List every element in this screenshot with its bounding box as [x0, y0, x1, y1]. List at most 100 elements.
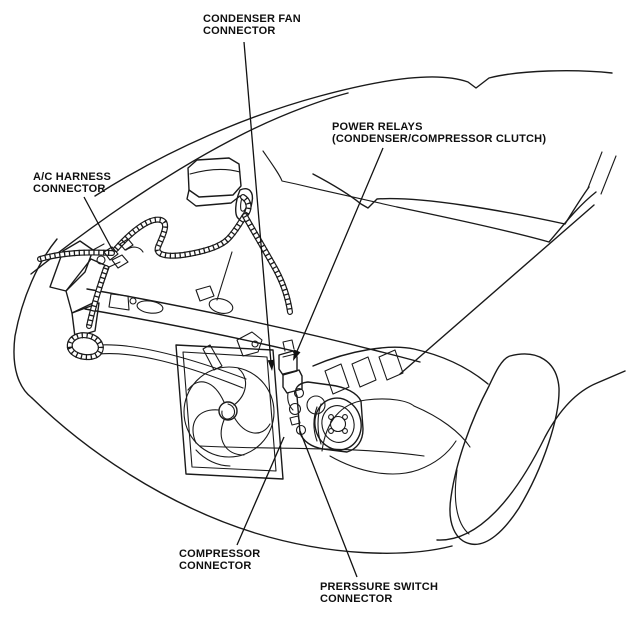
label-line: COMPRESSOR — [179, 548, 261, 560]
leader-ac-harness-connector — [83, 196, 114, 252]
valance-line — [199, 445, 425, 457]
beam-oval-hole — [208, 298, 234, 314]
beam-bottom-edge — [84, 308, 299, 353]
connector-plug-1 — [103, 246, 119, 261]
intake-rib-1 — [324, 363, 350, 395]
relay-wires — [287, 392, 294, 411]
beam-bolt — [129, 297, 137, 305]
fitting-2 — [288, 402, 302, 416]
beam-top-edge — [86, 288, 421, 363]
clutch-pulley-mid — [321, 405, 355, 443]
clutch-bolt-3 — [328, 428, 334, 434]
fan-motor-line — [195, 449, 231, 467]
ac-pipe-2 — [98, 353, 244, 389]
relay-box-1-face — [282, 353, 296, 358]
fan-ring — [183, 366, 275, 458]
radiator-support-beam — [84, 251, 421, 363]
connector-plug-2 — [111, 254, 129, 269]
label-compressor-connector: COMPRESSOR CONNECTOR — [179, 548, 260, 572]
engine-lower-contour — [329, 440, 457, 475]
car-body-outline — [13, 70, 626, 554]
label-line: PRERSSURE SWITCH — [320, 581, 439, 593]
beam-tab — [195, 285, 215, 302]
power-relay-boxes — [278, 339, 303, 411]
cowl-step-line — [262, 150, 398, 208]
cowl-line-mid — [312, 173, 590, 225]
fender-diagonal — [399, 204, 595, 375]
a-pillar-stroke-2 — [600, 155, 617, 195]
callout-leaders — [83, 41, 384, 578]
ac-pipe-1 — [98, 344, 247, 380]
harness-coil-loop — [66, 332, 104, 361]
engine-top-contour — [312, 346, 489, 385]
bracket-edge-1 — [92, 243, 105, 251]
fan-blade-1 — [187, 381, 225, 403]
wheel-arch — [436, 370, 626, 541]
arrowhead-condenser-fan — [267, 359, 275, 371]
leader-condenser-fan-connector — [243, 41, 272, 364]
condenser-fan-assembly — [175, 331, 284, 480]
headlight-outline — [449, 353, 560, 546]
front-bumper — [31, 397, 453, 554]
label-line: CONNECTOR — [33, 183, 106, 195]
label-line: CONNECTOR — [179, 560, 252, 572]
fitting-1 — [293, 387, 305, 399]
clutch-bolt-2 — [342, 414, 348, 420]
label-power-relays: POWER RELAYS (CONDENSER/COMPRESSOR CLUTC… — [332, 121, 546, 145]
fitting-ring — [306, 395, 326, 415]
hood-edge-upper — [94, 70, 613, 197]
ac-pipes — [98, 344, 247, 389]
ac-wire-harness — [37, 194, 293, 361]
fan-blade-5 — [233, 367, 246, 406]
fan-blade-4 — [233, 416, 271, 434]
engine-mount-curve — [321, 398, 415, 452]
harness-segment-main — [37, 249, 115, 262]
leader-pressure-switch-connector — [299, 430, 358, 578]
harness-connector-cluster — [96, 238, 144, 269]
left-fender-edge — [13, 238, 58, 399]
headlight-inner-line — [454, 469, 470, 535]
intake-rib-3 — [378, 349, 404, 381]
label-line: A/C HARNESS — [33, 171, 111, 183]
connector-plug-3 — [96, 255, 106, 265]
leader-power-relays — [294, 147, 384, 357]
ac-compressor — [288, 381, 364, 453]
clutch-hub — [329, 415, 347, 433]
intake-rib-2 — [351, 356, 377, 388]
label-line: POWER RELAYS — [332, 121, 423, 133]
arrowhead-power-relays — [293, 349, 301, 361]
bracket-edge-2 — [108, 261, 121, 268]
clutch-bolt-4 — [342, 428, 348, 434]
shroud-bracket-bolt — [251, 340, 259, 348]
reservoir-body — [187, 157, 242, 198]
harness-segment-left — [86, 265, 109, 329]
label-line: CONNECTOR — [203, 25, 276, 37]
label-line: CONDENSER FAN — [203, 13, 301, 25]
beam-strut — [216, 251, 233, 301]
fan-shroud-inner — [182, 351, 277, 472]
clutch-bolt-1 — [328, 414, 334, 420]
harness-segment-down — [242, 213, 293, 315]
fan-shroud-outer — [175, 344, 284, 480]
label-pressure-switch-connector: PRERSSURE SWITCH CONNECTOR — [320, 581, 438, 605]
fan-blade-3 — [220, 419, 245, 456]
washer-reservoir — [186, 157, 254, 221]
bracket-panel-3 — [71, 302, 100, 338]
fitting-block — [289, 415, 301, 426]
pipe-clamp — [202, 344, 223, 371]
pulley-groove-1 — [313, 406, 318, 442]
hood-edge-lower — [30, 92, 349, 275]
fan-hub-spiral — [221, 403, 236, 420]
label-condenser-fan-connector: CONDENSER FAN CONNECTOR — [203, 13, 301, 37]
cowl-line-low — [396, 191, 597, 243]
fan-blade-2 — [192, 409, 220, 444]
relay-box-2 — [282, 369, 303, 394]
clutch-pulley-outer — [314, 397, 362, 451]
connector-plug-4 — [119, 238, 134, 251]
beam-hole — [136, 300, 164, 314]
a-pillar-stroke-1 — [587, 151, 603, 189]
fan-hub — [218, 401, 238, 421]
label-line: (CONDENSER/COMPRESSOR CLUTCH) — [332, 133, 547, 145]
